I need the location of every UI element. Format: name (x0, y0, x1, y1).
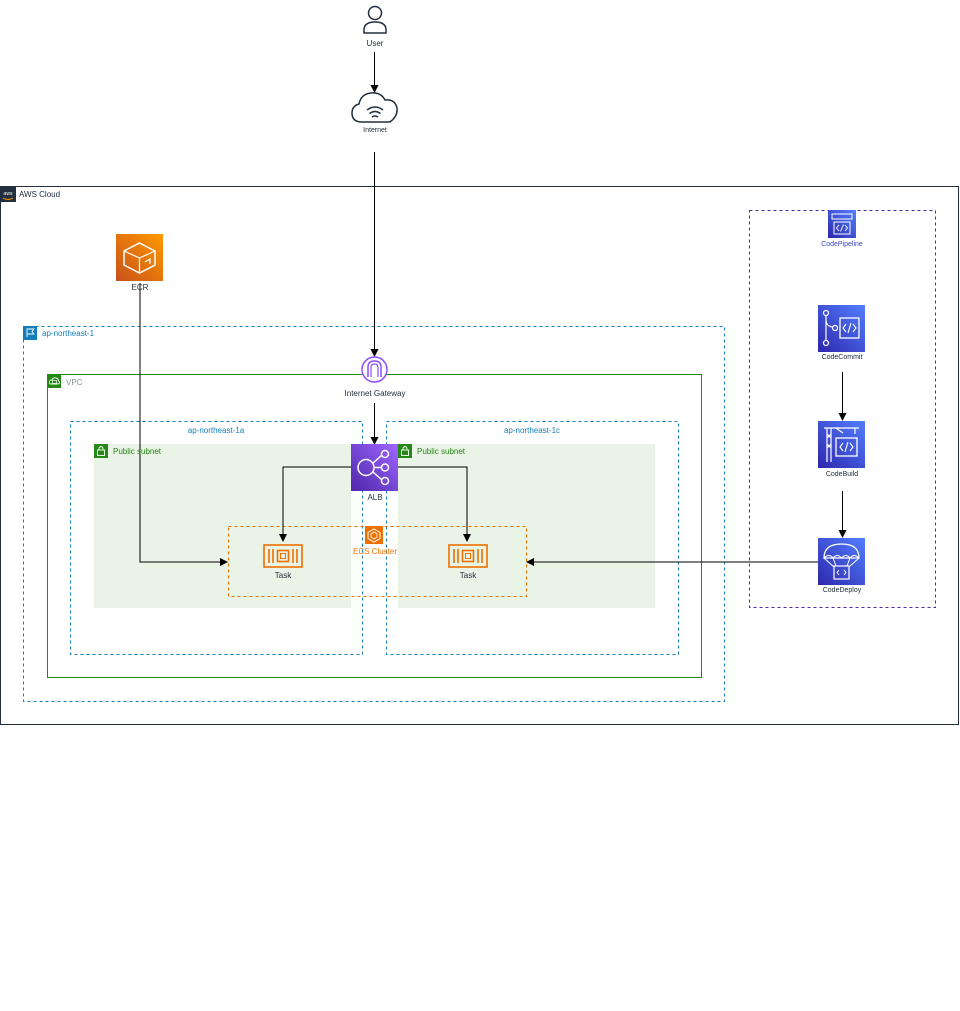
task-c-label: Task (459, 571, 477, 580)
aws-cloud-label: AWS Cloud (19, 190, 61, 199)
edge-alb-task-c (398, 466, 471, 542)
codedeploy-icon (818, 538, 865, 585)
az-a-label: ap-northeast-1a (187, 426, 245, 435)
internet-gateway-icon (361, 356, 388, 383)
alb-icon (351, 444, 398, 491)
vpc-label: VPC (66, 378, 83, 387)
edges (139, 52, 847, 566)
az-a-group (70, 421, 363, 655)
region-label: ap-northeast-1 (42, 329, 95, 338)
az-c-group (386, 421, 679, 655)
subnet-a-group (94, 444, 351, 608)
ecs-cluster-icon (365, 526, 383, 544)
ecr-icon (116, 234, 163, 281)
aws-cloud-group: aws (0, 186, 959, 725)
subnet-a-label: Public subnet (113, 447, 162, 456)
internet-label: Internet (363, 127, 387, 134)
codebuild-label: CodeBuild (825, 471, 859, 478)
codepipeline-icon (828, 210, 856, 238)
region-flag-icon (23, 326, 37, 340)
task-c-icon (448, 544, 488, 568)
task-a-icon (263, 544, 303, 568)
codecommit-icon (818, 305, 865, 352)
codedeploy-label: CodeDeploy (822, 587, 862, 594)
codepipeline-label: CodePipeline (821, 241, 863, 248)
edge-alb-task-a (279, 466, 351, 542)
ecs-cluster-label: ECS Cluster (352, 547, 398, 556)
internet-gateway-label: Internet Gateway (344, 389, 406, 398)
aws-logo-text: aws (4, 191, 13, 197)
edge-ecr-task-a (139, 283, 228, 566)
internet-icon (351, 92, 398, 123)
ecr-label: ECR (131, 283, 149, 292)
user-icon (363, 5, 387, 34)
az-c-label: ap-northeast-1c (503, 426, 561, 435)
vpc-cloud-icon (47, 374, 61, 388)
user-label: User (366, 39, 384, 48)
task-a-label: Task (274, 571, 292, 580)
alb-label: ALB (367, 493, 383, 502)
codebuild-icon (818, 421, 865, 468)
codecommit-label: CodeCommit (821, 354, 863, 361)
subnet-c-label: Public subnet (417, 447, 466, 456)
